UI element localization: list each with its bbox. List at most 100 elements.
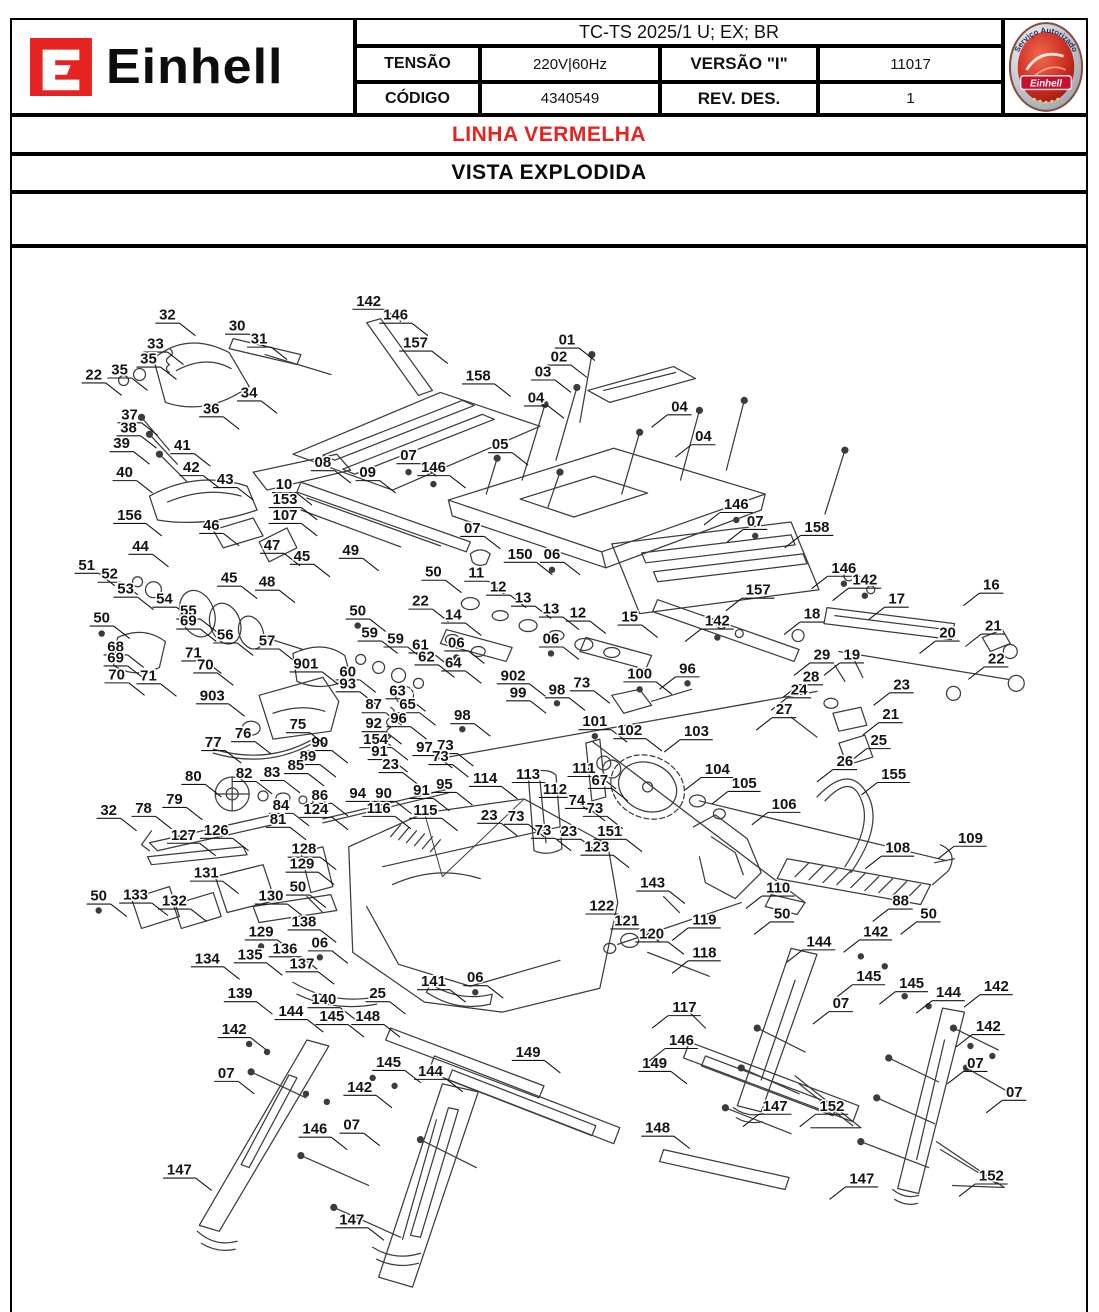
svg-text:47: 47 — [264, 537, 281, 554]
svg-text:144: 144 — [278, 1003, 304, 1020]
svg-text:50: 50 — [774, 905, 791, 922]
svg-text:40: 40 — [116, 464, 133, 481]
svg-text:42: 42 — [183, 459, 200, 476]
part-label-82: 82 — [232, 764, 273, 795]
part-label-20: 20 — [919, 623, 960, 654]
part-label-50: 50 — [89, 608, 130, 639]
svg-text:123: 123 — [584, 839, 609, 856]
part-label-91: 91 — [409, 780, 450, 812]
part-label-158: 158 — [461, 366, 511, 397]
part-label-70: 70 — [104, 665, 145, 696]
part-label-111: 111 — [567, 759, 617, 790]
svg-text:902: 902 — [501, 667, 526, 684]
svg-text:70: 70 — [108, 666, 125, 683]
svg-text:25: 25 — [870, 732, 887, 749]
part-label-73: 73 — [530, 820, 572, 852]
svg-text:73: 73 — [508, 808, 525, 825]
svg-text:82: 82 — [236, 765, 253, 782]
part-label-39: 39 — [109, 434, 150, 465]
svg-text:31: 31 — [251, 331, 268, 348]
svg-text:18: 18 — [804, 606, 821, 623]
svg-text:106: 106 — [772, 796, 797, 813]
svg-text:04: 04 — [528, 389, 545, 406]
part-label-69: 69 — [176, 611, 217, 642]
svg-text:78: 78 — [135, 800, 152, 817]
part-label-17: 17 — [868, 589, 909, 621]
svg-text:71: 71 — [185, 644, 202, 661]
part-label-29: 29 — [793, 645, 835, 676]
part-label-149: 149 — [638, 1053, 688, 1085]
svg-text:147: 147 — [849, 1170, 874, 1187]
field-value-versao: 11017 — [818, 46, 1003, 82]
part-label-41: 41 — [170, 436, 211, 467]
part-label-145: 145 — [836, 967, 886, 998]
part-label-02: 02 — [546, 347, 588, 378]
part-label-12: 12 — [565, 603, 607, 634]
svg-text:22: 22 — [85, 366, 102, 383]
svg-text:25: 25 — [369, 985, 386, 1002]
svg-text:112: 112 — [543, 781, 567, 798]
svg-text:06: 06 — [448, 634, 465, 651]
svg-text:33: 33 — [147, 336, 164, 353]
part-label-31: 31 — [247, 329, 288, 360]
part-label-07: 07 — [947, 1053, 988, 1085]
svg-text:145: 145 — [856, 968, 881, 985]
svg-text:129: 129 — [289, 856, 314, 873]
part-label-102: 102 — [613, 721, 663, 752]
part-label-13: 13 — [538, 599, 580, 630]
part-label-84: 84 — [268, 795, 310, 827]
svg-text:145: 145 — [376, 1054, 401, 1071]
svg-text:903: 903 — [200, 687, 225, 704]
svg-text:71: 71 — [140, 667, 157, 684]
part-label-04: 04 — [651, 397, 692, 428]
svg-text:32: 32 — [159, 307, 176, 324]
svg-text:144: 144 — [418, 1063, 444, 1080]
svg-text:91: 91 — [413, 782, 430, 799]
part-label-05: 05 — [488, 435, 529, 466]
part-label-127: 127 — [167, 825, 216, 857]
part-label-67: 67 — [587, 770, 629, 802]
svg-text:07: 07 — [464, 520, 481, 537]
part-label-143: 143 — [636, 873, 686, 904]
part-label-146: 146 — [811, 558, 861, 590]
part-label-78: 78 — [131, 798, 172, 830]
part-label-133: 133 — [119, 885, 169, 916]
part-label-147: 147 — [742, 1096, 792, 1128]
part-label-27: 27 — [755, 700, 797, 731]
svg-text:143: 143 — [640, 875, 665, 892]
svg-text:48: 48 — [259, 574, 276, 591]
part-label-96: 96 — [386, 709, 427, 740]
svg-text:901: 901 — [293, 655, 318, 672]
part-label-139: 139 — [223, 984, 273, 1015]
part-label-122: 122 — [585, 896, 635, 927]
svg-text:61: 61 — [412, 636, 429, 653]
part-label-60: 60 — [335, 662, 377, 693]
part-label-45: 45 — [217, 568, 258, 600]
part-label-73: 73 — [504, 806, 545, 838]
svg-text:136: 136 — [273, 940, 298, 957]
part-label-79: 79 — [162, 789, 203, 821]
svg-text:145: 145 — [899, 975, 924, 992]
part-label-156: 156 — [113, 505, 163, 537]
svg-text:97: 97 — [416, 739, 433, 756]
svg-text:20: 20 — [939, 625, 956, 642]
part-label-116: 116 — [362, 798, 412, 830]
svg-text:131: 131 — [194, 865, 219, 882]
svg-text:13: 13 — [543, 601, 560, 618]
part-label-158: 158 — [784, 517, 834, 549]
part-label-147: 147 — [163, 1160, 212, 1191]
svg-text:139: 139 — [228, 985, 253, 1002]
part-label-126: 126 — [199, 820, 249, 852]
svg-text:114: 114 — [473, 770, 498, 787]
svg-text:17: 17 — [888, 591, 905, 608]
part-label-148: 148 — [641, 1118, 691, 1150]
svg-text:59: 59 — [361, 625, 378, 642]
svg-text:01: 01 — [559, 332, 576, 349]
part-label-49: 49 — [338, 540, 380, 572]
svg-text:50: 50 — [920, 905, 937, 922]
part-label-50: 50 — [86, 886, 128, 917]
part-label-97: 97 — [412, 738, 453, 769]
svg-text:140: 140 — [311, 991, 336, 1008]
svg-text:110: 110 — [766, 880, 790, 897]
